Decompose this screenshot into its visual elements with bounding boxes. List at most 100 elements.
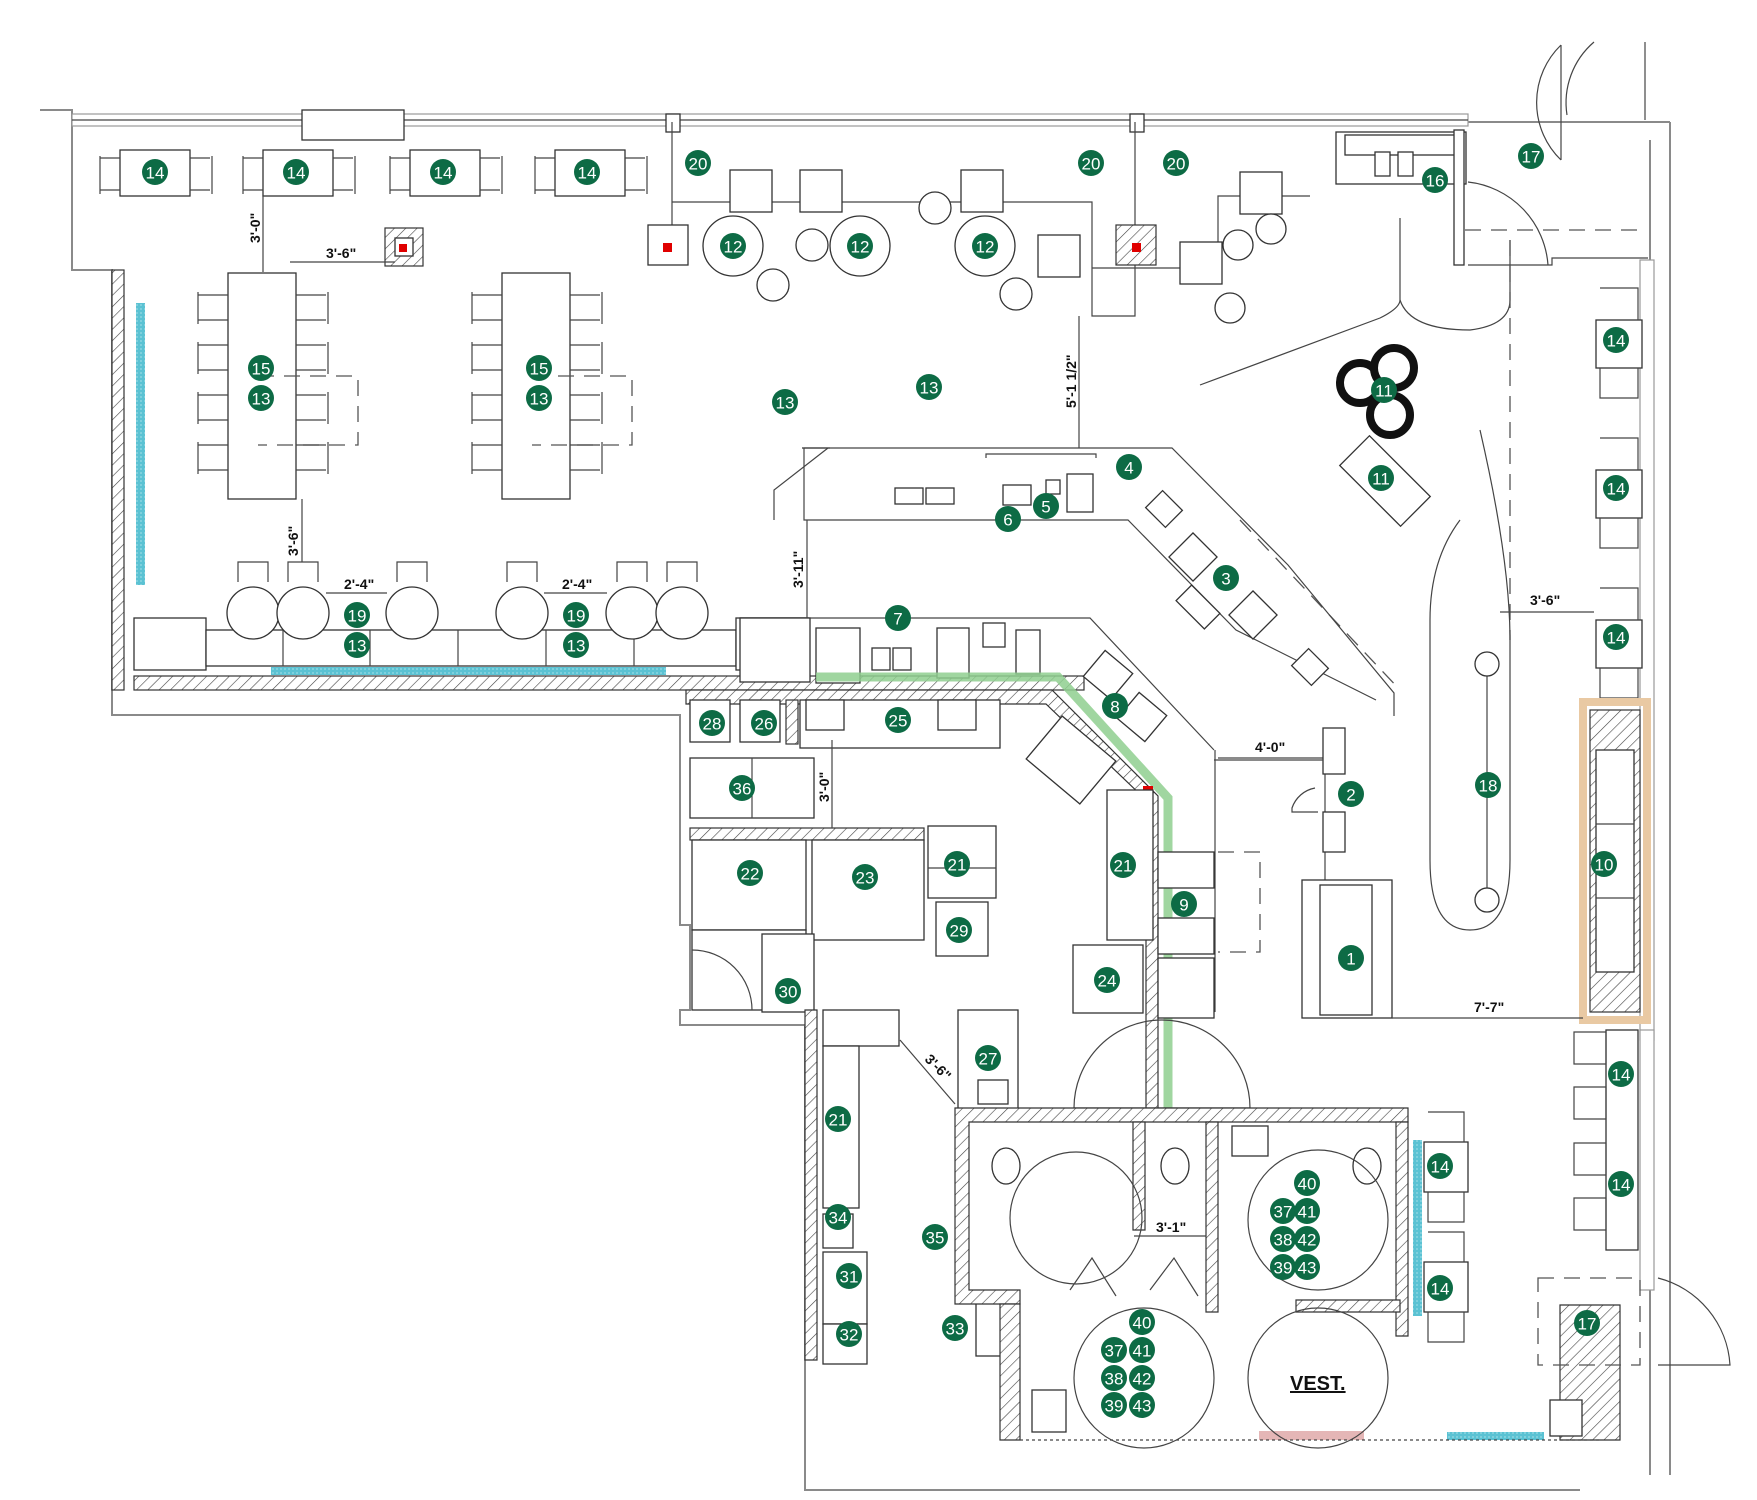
register-area — [1214, 727, 1393, 1019]
keynote-marker-label: 12 — [976, 238, 995, 257]
keynote-marker-circle — [430, 159, 456, 185]
front-counter — [773, 447, 1395, 716]
keynote-marker-circle — [975, 1045, 1001, 1071]
two-top-tables-row — [99, 149, 648, 197]
keynote-marker-label: 20 — [1167, 155, 1186, 174]
dim-4-0: 4'-0" — [1255, 739, 1285, 755]
keynote-marker-label: 12 — [851, 238, 870, 257]
keynote-marker-circle — [1129, 1365, 1155, 1391]
keynote-marker-label: 30 — [779, 983, 798, 1002]
keynote-marker-circle — [944, 851, 970, 877]
keynote-marker-circle — [1368, 465, 1394, 491]
keynote-marker-14: 14 — [1608, 1061, 1634, 1087]
keynote-marker-label: 21 — [948, 856, 967, 875]
keynote-marker-18: 18 — [1475, 772, 1501, 798]
keynote-marker-label: 42 — [1133, 1370, 1152, 1389]
keynote-marker-label: 24 — [1098, 972, 1117, 991]
keynote-marker-circle — [563, 632, 589, 658]
keynote-marker-label: 27 — [979, 1050, 998, 1069]
keynote-marker-label: 12 — [724, 238, 743, 257]
keynote-marker-label: 17 — [1522, 148, 1541, 167]
keynote-marker-label: 14 — [578, 164, 597, 183]
keynote-marker-label: 4 — [1124, 459, 1133, 478]
keynote-marker-circle — [1078, 150, 1104, 176]
keynote-marker-label: 19 — [348, 607, 367, 626]
keynote-marker-12: 12 — [972, 233, 998, 259]
keynote-marker-15: 15 — [526, 355, 552, 381]
keynote-marker-4: 4 — [1116, 454, 1142, 480]
keynote-marker-circle — [1110, 852, 1136, 878]
keynote-marker-label: 11 — [1375, 382, 1393, 401]
keynote-marker-circle — [1101, 1365, 1127, 1391]
keynote-marker-label: 21 — [1114, 857, 1133, 876]
keynote-marker-30: 30 — [775, 978, 801, 1004]
keynote-marker-label: 10 — [1595, 856, 1614, 875]
keynote-marker-circle — [1338, 945, 1364, 971]
keynote-marker-43: 43 — [1294, 1254, 1320, 1280]
keynote-marker-circle — [283, 159, 309, 185]
dim-5-1-half: 5'-1 1/2" — [1063, 354, 1079, 408]
keynote-marker-12: 12 — [847, 233, 873, 259]
keynote-marker-17: 17 — [1518, 143, 1544, 169]
keynote-marker-42: 42 — [1294, 1226, 1320, 1252]
window-wall-top — [71, 109, 1469, 141]
circulation-path — [1199, 218, 1511, 931]
keynote-marker-circle — [836, 1263, 862, 1289]
keynote-marker-circle — [1101, 1337, 1127, 1363]
keynote-marker-39: 39 — [1101, 1392, 1127, 1418]
keynote-marker-label: 33 — [946, 1320, 965, 1339]
dim-3-6-a: 3'-6" — [326, 245, 356, 261]
keynote-marker-label: 13 — [530, 390, 549, 409]
keynote-marker-label: 38 — [1105, 1370, 1124, 1389]
keynote-marker-14: 14 — [430, 159, 456, 185]
keynote-marker-19: 19 — [344, 602, 370, 628]
keynote-marker-label: 21 — [829, 1111, 848, 1130]
keynote-marker-14: 14 — [1603, 475, 1629, 501]
accent-strip-bottom — [1447, 1432, 1544, 1440]
bar-seating-right-wall — [1573, 1029, 1639, 1251]
keynote-marker-13: 13 — [344, 632, 370, 658]
keynote-marker-circle — [852, 864, 878, 890]
keynote-marker-circle — [946, 917, 972, 943]
keynote-marker-3: 3 — [1213, 565, 1239, 591]
keynote-marker-circle — [526, 355, 552, 381]
keynote-marker-circle — [1094, 967, 1120, 993]
dim-3-0-a: 3'-0" — [247, 213, 263, 243]
keynote-marker-label: 37 — [1274, 1203, 1293, 1222]
keynote-marker-label: 43 — [1298, 1259, 1317, 1278]
keynote-marker-17: 17 — [1574, 1310, 1600, 1336]
kitchen-sinks — [689, 699, 1001, 819]
keynote-marker-label: 7 — [893, 610, 902, 629]
keynote-marker-21: 21 — [944, 851, 970, 877]
keynote-marker-label: 29 — [950, 922, 969, 941]
keynote-marker-circle — [1294, 1198, 1320, 1224]
keynote-marker-34: 34 — [825, 1204, 851, 1230]
keynote-marker-label: 1 — [1346, 950, 1355, 969]
keynote-marker-circle — [885, 605, 911, 631]
keynote-marker-label: 15 — [530, 360, 549, 379]
keynote-marker-circle — [1163, 150, 1189, 176]
keynote-marker-circle — [1591, 851, 1617, 877]
keynote-marker-9: 9 — [1171, 891, 1197, 917]
keynote-marker-circle — [1102, 693, 1128, 719]
keynote-marker-20: 20 — [1078, 150, 1104, 176]
keynote-marker-label: 11 — [1372, 470, 1390, 489]
keynote-marker-21: 21 — [825, 1106, 851, 1132]
keynote-marker-label: 23 — [856, 869, 875, 888]
keynote-marker-13: 13 — [248, 385, 274, 411]
keynote-marker-circle — [1294, 1226, 1320, 1252]
keynote-marker-circle — [847, 233, 873, 259]
keynote-marker-label: 22 — [741, 865, 760, 884]
keynote-marker-label: 14 — [1612, 1176, 1631, 1195]
keynote-marker-label: 19 — [567, 607, 586, 626]
keynote-marker-circle — [1171, 891, 1197, 917]
keynote-marker-25: 25 — [885, 707, 911, 733]
two-top-tables-restroom-wall — [1423, 1111, 1469, 1343]
keynote-marker-22: 22 — [737, 860, 763, 886]
back-counter — [739, 617, 1215, 751]
keynote-marker-label: 39 — [1105, 1397, 1124, 1416]
keynote-marker-37: 37 — [1101, 1337, 1127, 1363]
keynote-marker-label: 39 — [1274, 1259, 1293, 1278]
dimension-lines — [262, 195, 1594, 1237]
